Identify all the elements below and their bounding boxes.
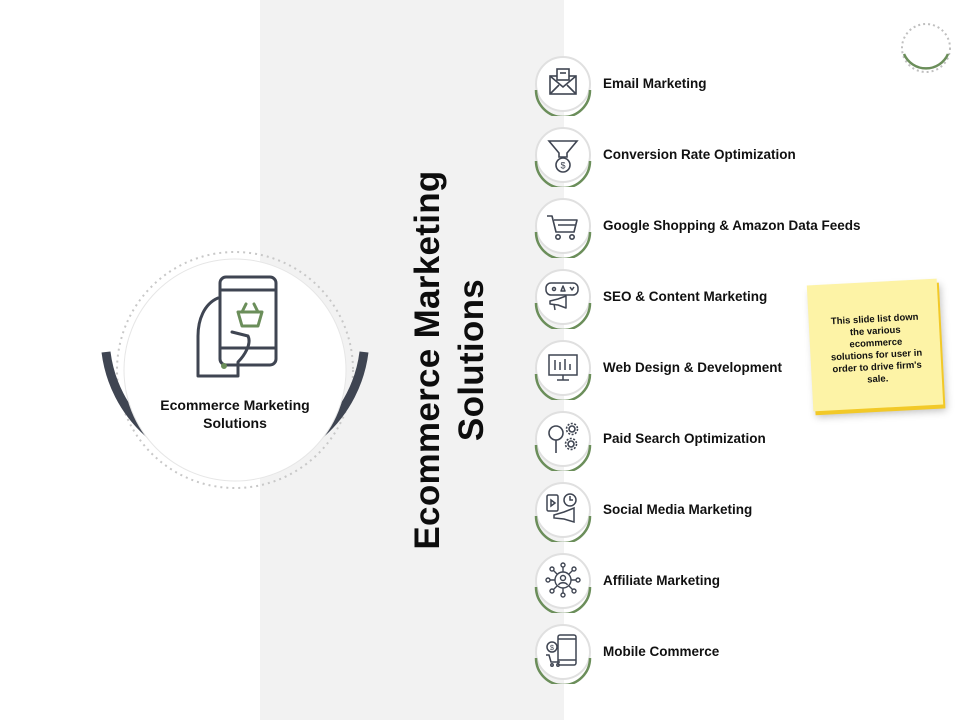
slide-title: Ecommerce Marketing Solutions xyxy=(408,170,491,550)
hub-circle xyxy=(101,251,369,489)
list-item-web-design-development: Web Design & Development xyxy=(530,338,900,400)
item-label: Social Media Marketing xyxy=(603,502,753,517)
list-item-seo-content-marketing: SEO & Content Marketing xyxy=(530,267,900,329)
magnifier-gears-icon xyxy=(534,411,592,471)
mobile-cart-icon: $ xyxy=(534,624,592,684)
list-item-social-media-marketing: Social Media Marketing xyxy=(530,480,900,542)
list-item-mobile-commerce: $ Mobile Commerce xyxy=(530,622,900,684)
item-label: Paid Search Optimization xyxy=(603,431,766,446)
hand-phone-basket-icon xyxy=(196,275,278,378)
sticky-note: This slide list down the various ecommer… xyxy=(806,278,944,412)
social-megaphone-icon xyxy=(534,482,592,542)
svg-text:$: $ xyxy=(560,161,565,171)
list-item-conversion-rate-optimization: $ Conversion Rate Optimization xyxy=(530,125,900,187)
megaphone-chat-icon xyxy=(534,269,592,329)
list-item-paid-search-optimization: Paid Search Optimization xyxy=(530,409,900,471)
list-item-email-marketing: Email Marketing xyxy=(530,54,900,116)
item-label: Email Marketing xyxy=(603,76,707,91)
sticky-note-text: This slide list down the various ecommer… xyxy=(830,311,923,386)
item-label: Google Shopping & Amazon Data Feeds xyxy=(603,218,861,233)
item-label: SEO & Content Marketing xyxy=(603,289,768,304)
item-label: Conversion Rate Optimization xyxy=(603,147,796,162)
item-label: Mobile Commerce xyxy=(603,644,720,659)
envelope-icon xyxy=(534,56,592,116)
shopping-cart-icon xyxy=(534,198,592,258)
list-item-affiliate-marketing: Affiliate Marketing xyxy=(530,551,900,613)
decorative-ring-icon xyxy=(901,23,951,73)
list-item-google-shopping: Google Shopping & Amazon Data Feeds xyxy=(530,196,900,258)
item-label: Web Design & Development xyxy=(603,360,783,375)
network-user-icon xyxy=(534,553,592,613)
item-label: Affiliate Marketing xyxy=(603,573,721,588)
hub-label: Ecommerce Marketing Solutions xyxy=(160,397,310,431)
monitor-design-icon xyxy=(534,340,592,400)
funnel-coin-icon: $ xyxy=(534,127,592,187)
svg-text:$: $ xyxy=(550,645,554,652)
